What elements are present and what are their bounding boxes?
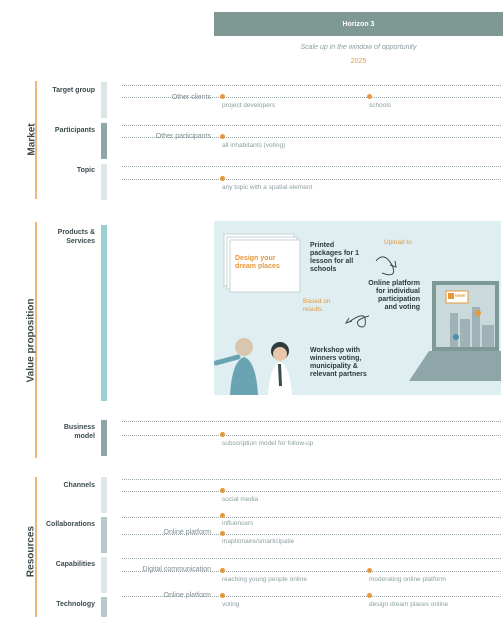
illustration-graphics: [214, 233, 501, 395]
item-social-media: social media: [222, 496, 259, 503]
business-model-guide-top: [122, 421, 501, 422]
channels-guide-top: [122, 479, 501, 480]
horizon-header: Horizon 3: [214, 12, 503, 36]
resources-section-label: Resources: [25, 525, 37, 578]
milestone-dot: [220, 568, 225, 573]
products-services-bar: [101, 225, 107, 401]
item-schools: schools: [369, 102, 392, 109]
based-on-results-label: Based on results: [303, 298, 331, 313]
collaborations-bar: [101, 517, 107, 553]
category-products-services: Products & Services: [57, 229, 95, 245]
milestone-dot: [367, 94, 372, 99]
horizon-year: 2025: [350, 58, 367, 65]
capabilities-guide: [122, 571, 501, 572]
horizon-subtitle: Scale up in the window of opportunity: [300, 44, 417, 51]
capabilities-bar: [101, 557, 107, 593]
capabilities-sub: Digital communication: [142, 566, 211, 573]
milestone-dot: [220, 432, 225, 437]
category-collaborations: Collaborations: [45, 521, 95, 528]
item-all-inhabitants: all inhabitants (voting): [222, 142, 286, 149]
topic-guide: [122, 179, 501, 180]
milestone-dot: [220, 134, 225, 139]
participants-guide: [122, 137, 501, 138]
category-channels: Channels: [63, 482, 95, 489]
business-model-guide: [122, 435, 501, 436]
item-project-developers: project developers: [222, 102, 276, 109]
milestone-dot: [220, 593, 225, 598]
collaborations-sub: Online platform: [163, 529, 211, 536]
participants-bar: [101, 123, 107, 159]
collaborations-guide: [122, 534, 501, 535]
target-group-sub: Other clients: [171, 94, 211, 101]
category-participants: Participants: [54, 127, 95, 134]
technology-sub: Online platform: [163, 592, 211, 599]
resources-section-bar: [35, 477, 37, 617]
value-proposition-section-label: Value proposition: [25, 298, 37, 383]
target-group-guide-top: [122, 85, 501, 86]
category-technology: Technology: [56, 601, 95, 608]
printed-packages-text: Printed packages for 1 lesson for all sc…: [310, 242, 360, 273]
milestone-dot: [220, 94, 225, 99]
item-design-dream-places: design dream places online: [369, 601, 449, 608]
milestone-dot: [220, 531, 225, 536]
category-topic: Topic: [76, 167, 95, 174]
collaborations-guide-top: [122, 517, 501, 518]
item-influencers: influencers: [222, 520, 254, 527]
channels-guide: [122, 491, 501, 492]
workshop-text: Workshop with winners voting, municipali…: [310, 347, 367, 378]
item-any-topic: any topic with a spatial element: [222, 184, 313, 191]
capabilities-guide-top: [122, 558, 501, 559]
market-section-label: Market: [26, 123, 38, 156]
channels-bar: [101, 477, 107, 513]
milestone-dot: [367, 593, 372, 598]
milestone-dot: [220, 488, 225, 493]
target-group-bar: [101, 82, 107, 118]
item-subscription-model: subscription model for follow-up: [222, 440, 314, 447]
technology-bar: [101, 597, 107, 617]
business-model-bar: [101, 420, 107, 456]
item-reaching-young-people: reaching young people online: [222, 576, 307, 583]
participants-sub: Other participants: [155, 133, 211, 140]
products-services-illustration: Design your dream places Printed package…: [214, 221, 501, 395]
card-text: Design your dream places: [235, 255, 280, 270]
item-voting: voting: [222, 601, 240, 608]
category-business-model: Business model: [63, 424, 95, 440]
market-section-bar: [35, 81, 37, 199]
category-capabilities: Capabilities: [55, 561, 95, 568]
category-target-group: Target group: [52, 87, 95, 94]
item-moderating-platform: moderating online platform: [369, 576, 446, 583]
target-group-guide: [122, 97, 501, 98]
milestone-dot: [220, 176, 225, 181]
topic-bar: [101, 164, 107, 200]
milestone-dot: [367, 568, 372, 573]
milestone-dot: [220, 513, 225, 518]
technology-guide: [122, 596, 501, 597]
upload-label: Upload to: [384, 239, 412, 246]
item-maptionaire: maptionaire/smarticipatie: [222, 538, 295, 545]
vote-badge: vote!: [455, 293, 466, 298]
topic-guide-top: [122, 166, 501, 167]
online-platform-text: Online platform for individual participa…: [368, 280, 420, 311]
participants-guide-top: [122, 125, 501, 126]
value-proposition-section-bar: [35, 222, 37, 458]
